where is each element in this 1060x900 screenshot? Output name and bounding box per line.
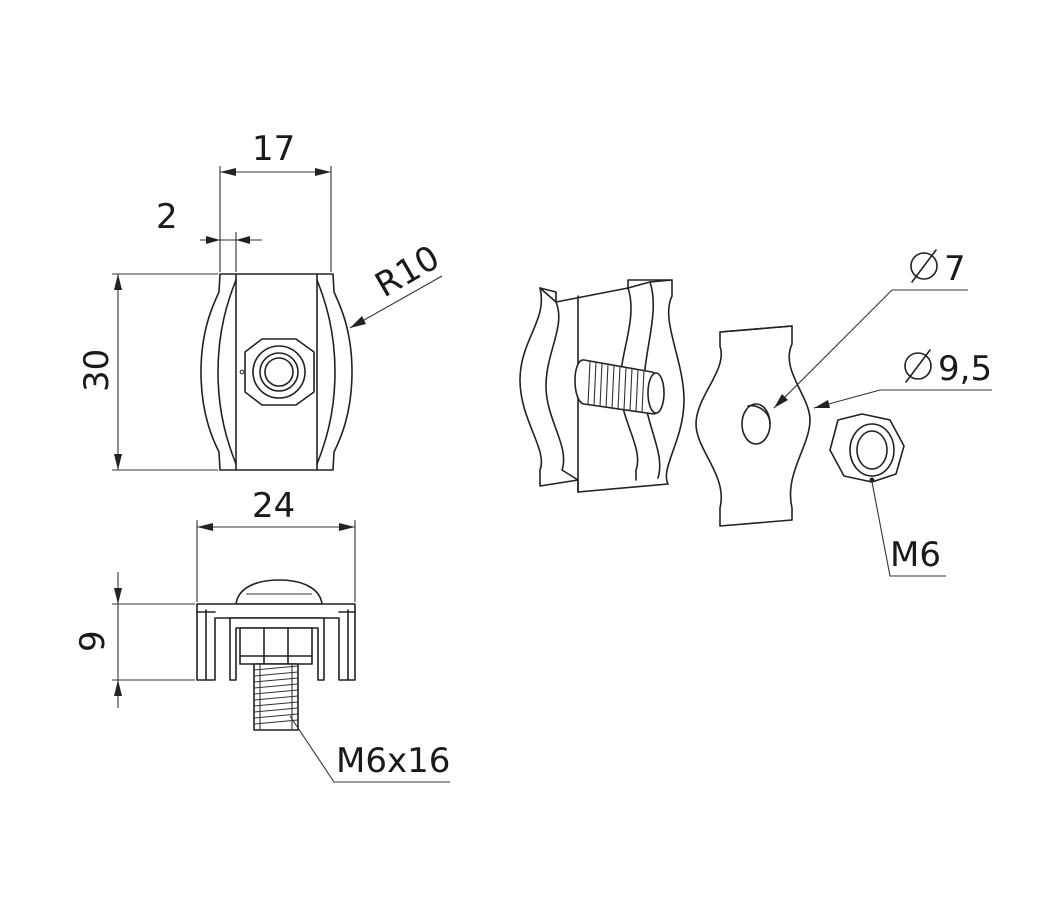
front-view <box>200 273 353 471</box>
top-view-plate <box>229 617 325 681</box>
top-view-bolt-head <box>235 579 323 605</box>
dimension-30-label: 30 <box>77 349 117 392</box>
callout-nut-label: M6 <box>890 535 941 575</box>
dimension-r10: R10 <box>349 238 446 329</box>
top-view <box>196 579 356 731</box>
isometric-view <box>519 279 905 527</box>
dimension-2: 2 <box>156 197 262 272</box>
callout-outer-diameter-label: 9,5 <box>938 349 992 389</box>
top-view-nut <box>239 627 313 665</box>
dimension-17: 17 <box>219 129 332 272</box>
dimension-9: 9 <box>73 572 195 708</box>
callout-outer-diameter: 9,5 <box>813 349 992 409</box>
callout-nut: M6 <box>871 481 946 577</box>
dimension-17-label: 17 <box>252 129 295 169</box>
front-view-right-flange <box>316 279 336 465</box>
dimension-2-label: 2 <box>156 197 178 237</box>
dimension-24-label: 24 <box>252 486 295 526</box>
callout-bolt: M6x16 <box>289 715 450 783</box>
front-view-left-flange <box>217 279 237 465</box>
callout-hole-diameter: 7 <box>773 249 968 409</box>
iso-plate-hole <box>741 403 771 445</box>
dimension-24: 24 <box>196 486 356 602</box>
callout-hole-diameter-label: 7 <box>944 249 966 289</box>
dimension-30: 30 <box>77 273 218 471</box>
top-view-threads <box>253 664 299 730</box>
diameter-symbol-icon <box>904 349 932 383</box>
dimension-9-label: 9 <box>73 630 113 652</box>
callout-bolt-label: M6x16 <box>336 741 450 781</box>
iso-threads <box>587 360 645 414</box>
diameter-symbol-icon <box>910 249 938 283</box>
